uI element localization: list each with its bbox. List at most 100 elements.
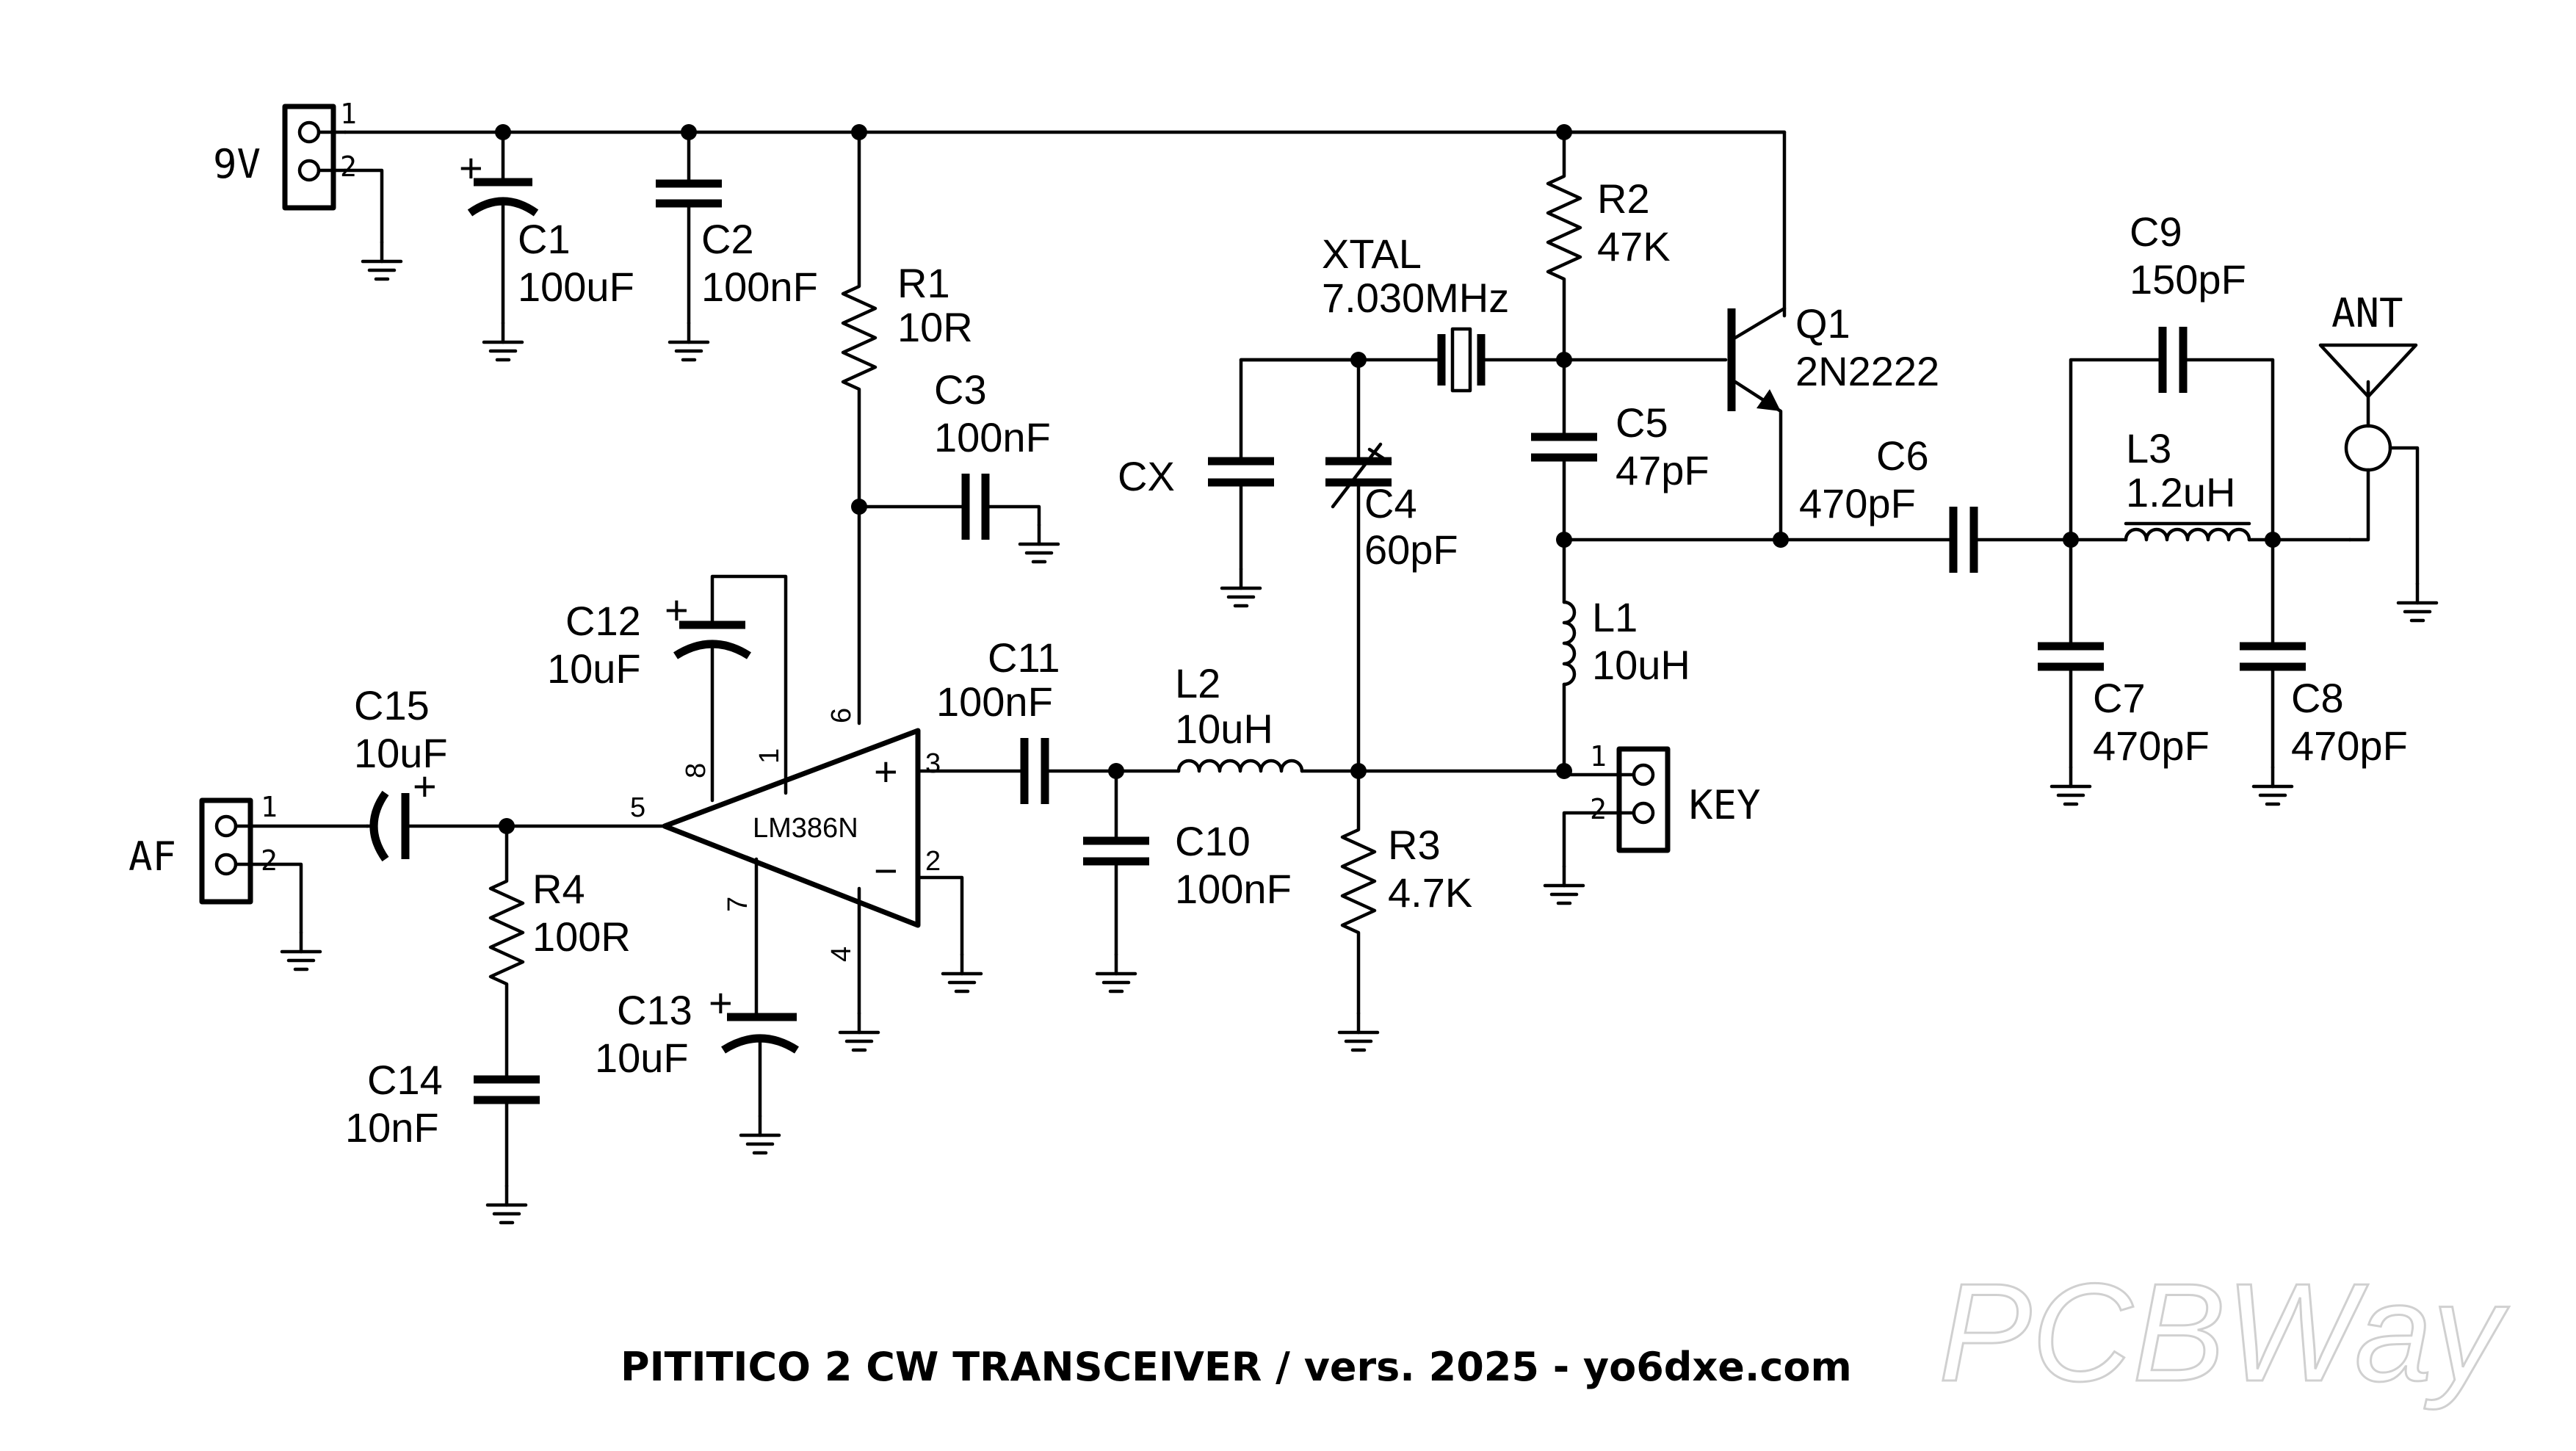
svg-text:+: + (874, 748, 898, 795)
inductor-l1: L1 10uH (1562, 538, 1690, 773)
svg-text:L3: L3 (2126, 425, 2171, 471)
svg-text:Q1: Q1 (1795, 300, 1850, 347)
svg-text:1: 1 (1590, 740, 1607, 772)
amplifier-lm386: LM386N + − 6 1 8 7 4 3 2 5 (630, 708, 941, 962)
svg-text:100nF: 100nF (701, 264, 818, 310)
svg-text:8: 8 (681, 763, 712, 778)
inductor-l3: L3 1.2uH (2069, 425, 2352, 542)
svg-text:C5: C5 (1616, 399, 1668, 446)
resistor-r3: R3 4.7K (1340, 769, 1472, 1016)
capacitor-c5: C5 47pF (1531, 358, 1710, 542)
svg-text:6: 6 (826, 708, 857, 723)
svg-text:1: 1 (340, 98, 357, 130)
capacitor-c15: + C15 10uF (354, 682, 667, 862)
svg-text:C1: C1 (518, 216, 571, 262)
transistor-q1: Q1 2N2222 (1562, 300, 1939, 542)
svg-text:3: 3 (925, 748, 941, 779)
svg-text:100R: 100R (532, 913, 631, 960)
svg-text:470pF: 470pF (2291, 723, 2408, 769)
svg-text:C14: C14 (367, 1057, 443, 1103)
svg-text:CX: CX (1118, 453, 1175, 499)
svg-text:XTAL: XTAL (1322, 231, 1422, 277)
capacitor-c2: C2 100nF (656, 130, 818, 325)
antenna: ANT (2318, 290, 2420, 586)
pcbway-watermark: PCBWay (1939, 1255, 2509, 1411)
capacitor-cx: CX (1118, 358, 1361, 571)
svg-text:10R: 10R (897, 304, 973, 350)
capacitor-c8: C8 470pF (2240, 538, 2408, 770)
svg-text:R4: R4 (532, 866, 585, 912)
svg-text:1.2uH: 1.2uH (2126, 469, 2235, 515)
capacitor-c1: + C1 100uF (459, 130, 634, 325)
power-connector-label: 9V (213, 141, 261, 187)
schematic-title: PITITICO 2 CW TRANSCEIVER / vers. 2025 -… (621, 1344, 1852, 1390)
svg-text:+: + (413, 763, 437, 809)
af-connector-label: AF (129, 833, 176, 880)
crystal-xtal: XTAL 7.030MHz (1239, 231, 1566, 393)
svg-text:100nF: 100nF (1175, 866, 1292, 912)
svg-text:2N2222: 2N2222 (1795, 348, 1939, 394)
svg-text:4.7K: 4.7K (1388, 869, 1472, 916)
svg-text:C4: C4 (1364, 480, 1417, 527)
power-connector: 1 2 9V (213, 98, 357, 211)
svg-text:10uF: 10uF (595, 1035, 689, 1081)
svg-text:60pF: 60pF (1364, 527, 1458, 573)
svg-text:470pF: 470pF (1799, 480, 1916, 527)
capacitor-c6: C6 470pF (1779, 433, 2073, 573)
svg-text:100nF: 100nF (934, 414, 1051, 460)
svg-text:C12: C12 (565, 598, 641, 644)
capacitor-c11: C11 100nF (916, 634, 1118, 804)
svg-text:100nF: 100nF (936, 679, 1053, 725)
svg-text:+: + (459, 145, 483, 191)
inductor-l2: L2 10uH (1114, 660, 1566, 773)
resistor-r1: R1 10R (841, 130, 973, 726)
svg-text:150pF: 150pF (2130, 256, 2246, 303)
svg-text:R2: R2 (1597, 176, 1650, 222)
svg-text:2: 2 (1590, 793, 1607, 825)
capacitor-c4-trimmer: C4 60pF (1325, 358, 1458, 773)
svg-text:2: 2 (925, 846, 941, 877)
svg-text:C15: C15 (354, 682, 430, 728)
svg-text:1: 1 (261, 791, 278, 823)
svg-text:5: 5 (630, 792, 645, 823)
svg-text:+: + (665, 587, 689, 633)
svg-text:R3: R3 (1388, 822, 1441, 868)
svg-text:7: 7 (723, 897, 753, 912)
svg-text:470pF: 470pF (2093, 723, 2210, 769)
svg-text:C11: C11 (988, 634, 1060, 681)
resistor-r4: R4 100R (488, 824, 631, 1078)
ground-symbol (363, 242, 401, 279)
svg-text:10nF: 10nF (345, 1104, 439, 1151)
svg-text:R1: R1 (897, 260, 950, 306)
svg-text:C6: C6 (1876, 433, 1929, 479)
svg-text:C9: C9 (2130, 209, 2182, 255)
capacitor-c12: + C12 10uF (547, 574, 788, 803)
svg-text:47K: 47K (1597, 223, 1671, 269)
svg-text:C8: C8 (2291, 675, 2344, 721)
antenna-label: ANT (2331, 290, 2403, 336)
svg-text:10uH: 10uH (1592, 642, 1690, 688)
svg-text:100uF: 100uF (518, 264, 634, 310)
resistor-r2: R2 47K (1546, 130, 1671, 362)
svg-text:L1: L1 (1592, 594, 1638, 640)
capacitor-c13: + C13 10uF (595, 857, 799, 1118)
svg-text:10uH: 10uH (1175, 706, 1273, 752)
capacitor-c9: C9 150pF (2069, 209, 2275, 542)
svg-text:C2: C2 (701, 216, 754, 262)
capacitor-c7: C7 470pF (2038, 538, 2210, 770)
key-connector-label: KEY (1689, 782, 1761, 828)
svg-text:2: 2 (340, 151, 357, 183)
svg-text:1: 1 (754, 748, 785, 764)
svg-text:LM386N: LM386N (753, 813, 858, 844)
svg-text:10uF: 10uF (354, 730, 448, 776)
svg-text:C13: C13 (617, 987, 692, 1033)
svg-text:10uF: 10uF (547, 645, 641, 692)
svg-text:C3: C3 (934, 366, 987, 413)
svg-text:C7: C7 (2093, 675, 2146, 721)
af-connector: 1 2 AF (129, 791, 369, 935)
capacitor-c3: C3 100nF (857, 366, 1051, 540)
svg-text:−: − (874, 847, 898, 894)
svg-text:L2: L2 (1175, 660, 1220, 706)
svg-text:C10: C10 (1175, 818, 1251, 864)
svg-text:47pF: 47pF (1616, 447, 1710, 493)
